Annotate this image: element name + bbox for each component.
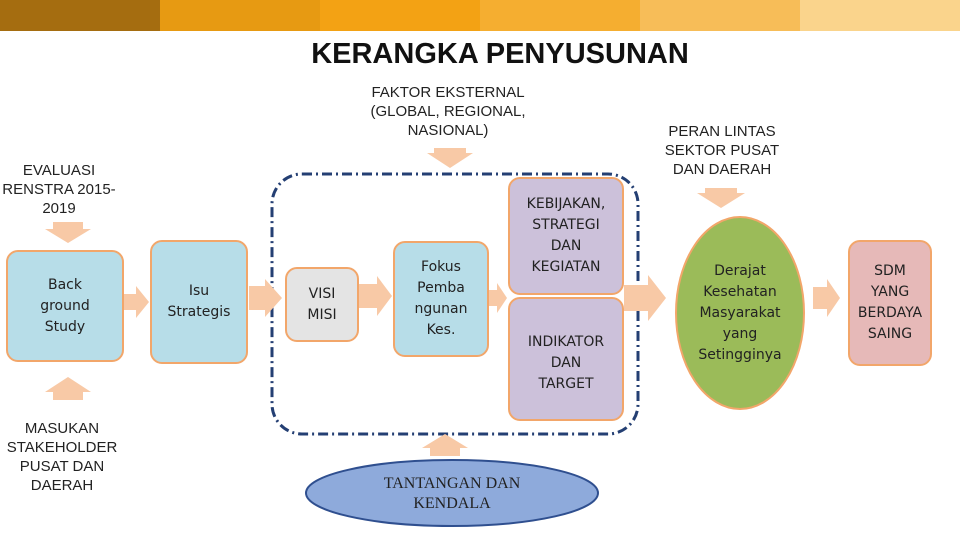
label-line: (GLOBAL, REGIONAL, bbox=[370, 103, 526, 120]
box-line: Kes. bbox=[426, 322, 456, 338]
box-line: SDM bbox=[874, 263, 906, 279]
top-bar-segment bbox=[640, 0, 800, 31]
kebijakan-strategi-box: KEBIJAKAN, STRATEGI DAN KEGIATAN bbox=[508, 177, 624, 295]
arrow-right-4 bbox=[489, 283, 507, 313]
evaluasi-renstra-label: EVALUASI RENSTRA 2015- 2019 bbox=[0, 161, 118, 218]
top-bar-segment bbox=[800, 0, 960, 31]
top-bar-segment bbox=[320, 0, 480, 31]
visi-misi-box: VISI MISI bbox=[285, 267, 359, 342]
top-bar-segment bbox=[160, 0, 320, 31]
box-line: Setingginya bbox=[698, 346, 782, 363]
fokus-pembangunan-box: Fokus Pemba ngunan Kes. bbox=[393, 241, 489, 357]
page-title: KERANGKA PENYUSUNAN bbox=[311, 38, 689, 70]
box-line: INDIKATOR bbox=[527, 333, 605, 350]
top-color-bar bbox=[0, 0, 960, 31]
box-line: ground bbox=[40, 297, 90, 314]
label-line: PUSAT DAN bbox=[19, 458, 105, 475]
arrow-down-faktor bbox=[427, 148, 473, 168]
label-line: RENSTRA 2015- bbox=[2, 181, 116, 198]
label-line: MASUKAN bbox=[24, 420, 100, 437]
label-line: STAKEHOLDER bbox=[6, 439, 118, 456]
top-bar-segment bbox=[0, 0, 160, 31]
top-bar-segment bbox=[480, 0, 640, 31]
label-line: SEKTOR PUSAT bbox=[664, 142, 780, 159]
box-line: TANTANGAN DAN bbox=[383, 475, 521, 492]
isu-strategis-box: Isu Strategis bbox=[150, 240, 248, 364]
arrow-down-peran bbox=[697, 188, 745, 208]
box-line: Fokus bbox=[421, 259, 461, 275]
box-line: BERDAYA bbox=[857, 305, 923, 321]
label-line: EVALUASI bbox=[22, 162, 96, 179]
box-line: Pemba bbox=[417, 280, 465, 296]
box-line: Derajat bbox=[714, 262, 766, 279]
peran-lintas-sektor-label: PERAN LINTAS SEKTOR PUSAT DAN DAERAH bbox=[652, 122, 792, 179]
box-line: TARGET bbox=[538, 375, 594, 392]
box-line: DAN bbox=[550, 354, 582, 371]
box-line: YANG bbox=[870, 284, 910, 300]
box-line: KEGIATAN bbox=[531, 259, 601, 275]
box-line: MISI bbox=[307, 306, 337, 323]
arrow-up-masukan bbox=[45, 377, 91, 400]
arrow-right-6 bbox=[813, 279, 840, 317]
box-line: Isu bbox=[188, 283, 210, 299]
tantangan-ellipse bbox=[305, 459, 599, 527]
derajat-kesehatan-circle bbox=[675, 216, 805, 410]
box-line: Masyarakat bbox=[699, 304, 781, 321]
box-line: SAING bbox=[867, 326, 913, 342]
box-line: Study bbox=[44, 318, 86, 335]
tantangan-kendala-text: TANTANGAN DAN KENDALA bbox=[330, 470, 574, 518]
box-line: yang bbox=[722, 325, 758, 342]
box-line: Strategis bbox=[167, 304, 231, 320]
indikator-target-box: INDIKATOR DAN TARGET bbox=[508, 297, 624, 421]
box-line: ngunan bbox=[414, 301, 468, 317]
arrow-right-5 bbox=[624, 275, 666, 321]
label-line: DAERAH bbox=[30, 477, 94, 494]
faktor-eksternal-label: FAKTOR EKSTERNAL (GLOBAL, REGIONAL, NASI… bbox=[352, 83, 544, 140]
label-line: 2019 bbox=[42, 200, 76, 217]
arrow-right-1 bbox=[124, 286, 149, 318]
box-line: KEBIJAKAN, bbox=[526, 196, 606, 212]
label-line: DAN DAERAH bbox=[672, 161, 772, 178]
arrow-right-3 bbox=[359, 276, 392, 316]
arrow-right-2 bbox=[249, 279, 282, 317]
background-study-box: Back ground Study bbox=[6, 250, 124, 362]
box-line: STRATEGI bbox=[532, 217, 600, 233]
sdm-berdaya-saing-box: SDM YANG BERDAYA SAING bbox=[848, 240, 932, 366]
box-line: Back bbox=[47, 276, 82, 293]
label-line: FAKTOR EKSTERNAL bbox=[371, 84, 525, 101]
label-line: NASIONAL) bbox=[407, 122, 489, 139]
arrow-up-tantangan bbox=[422, 434, 468, 456]
masukan-stakeholder-label: MASUKAN STAKEHOLDER PUSAT DAN DAERAH bbox=[0, 419, 124, 495]
label-line: PERAN LINTAS bbox=[668, 123, 776, 140]
box-line: Kesehatan bbox=[703, 283, 777, 300]
box-line: VISI bbox=[308, 285, 336, 302]
box-line: KENDALA bbox=[413, 495, 491, 512]
box-line: DAN bbox=[550, 238, 582, 254]
arrow-down-evaluasi bbox=[45, 222, 91, 243]
derajat-kesehatan-text: Derajat Kesehatan Masyarakat yang Seting… bbox=[680, 255, 800, 371]
